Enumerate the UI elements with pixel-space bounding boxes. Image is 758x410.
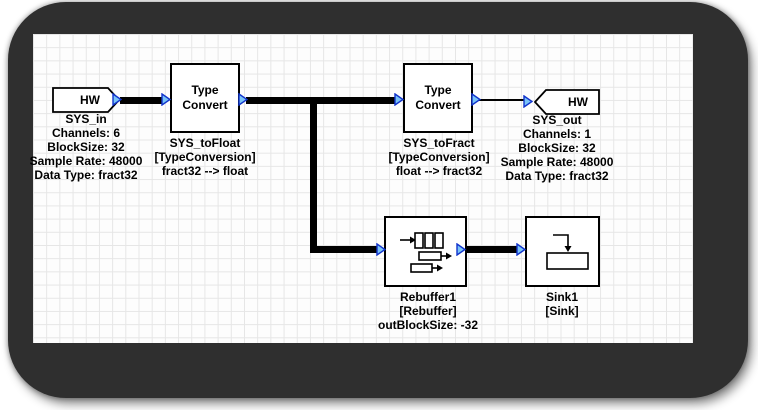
sys-out-hw-label: HW [568,95,588,109]
sys-in-label: SYS_in Channels: 6 BlockSize: 32 Sample … [30,112,143,182]
block-sink1[interactable] [525,216,600,287]
wire-tofract-to-sysout[interactable] [479,99,524,101]
pin-tofract-input[interactable] [394,93,404,106]
sys-out-label: SYS_out Channels: 1 BlockSize: 32 Sample… [501,113,614,183]
sys-in-blocksize: BlockSize: 32 [47,140,125,154]
block-sys-out[interactable] [534,89,600,115]
sys-tofract-label: SYS_toFract [TypeConversion] float --> f… [388,136,489,178]
sys-out-samplerate: Sample Rate: 48000 [500,155,614,169]
sys-in-channels: Channels: 6 [51,126,121,140]
pin-tofloat-output[interactable] [238,93,248,106]
diagram-canvas[interactable] [33,34,693,343]
sys-out-blocksize: BlockSize: 32 [518,141,596,155]
block-rebuffer1[interactable] [384,216,467,287]
pin-rebuffer-output[interactable] [456,243,466,256]
pin-rebuffer-input[interactable] [376,243,386,256]
block-sys-in[interactable] [52,87,120,113]
wire-rebuffer-to-sink[interactable] [465,246,517,253]
block-sys-tofract[interactable]: Type Convert [403,63,473,133]
pin-sys-out-input[interactable] [523,95,533,108]
tofloat-title: Type Convert [182,83,228,112]
sys-in-samplerate: Sample Rate: 48000 [29,154,143,168]
tofract-detail: float --> fract32 [395,164,483,178]
rebuffer1-label: Rebuffer1 [Rebuffer] outBlockSize: -32 [378,290,478,332]
wire-sysin-to-tofloat[interactable] [120,97,162,104]
sink1-type: [Sink] [545,304,579,318]
rebuffer1-type: [Rebuffer] [399,304,457,318]
sys-in-name: SYS_in [65,112,107,126]
wire-tofloat-to-tofract[interactable] [246,97,395,104]
sink1-label: Sink1 [Sink] [545,290,578,318]
tofract-type: [TypeConversion] [388,150,490,164]
sink1-name: Sink1 [545,290,578,304]
sys-out-datatype: Data Type: fract32 [505,169,609,183]
wire-branch-horizontal[interactable] [310,246,377,253]
rebuffer1-name: Rebuffer1 [399,290,456,304]
pin-sink-input[interactable] [516,243,526,256]
pin-sys-in-output[interactable] [112,93,122,106]
tofloat-detail: fract32 --> float [161,164,249,178]
sys-in-hw-label: HW [80,93,100,107]
tofloat-type: [TypeConversion] [154,150,256,164]
pin-tofloat-input[interactable] [161,93,171,106]
sys-out-name: SYS_out [532,113,582,127]
block-sys-tofloat[interactable]: Type Convert [170,63,240,133]
sys-tofloat-label: SYS_toFloat [TypeConversion] fract32 -->… [154,136,255,178]
wire-branch-vertical[interactable] [310,97,317,253]
rebuffer1-detail: outBlockSize: -32 [377,318,479,332]
pin-tofract-output[interactable] [471,93,481,106]
tofloat-name: SYS_toFloat [169,136,241,150]
sink-icon [546,234,589,270]
sys-in-datatype: Data Type: fract32 [34,168,138,182]
tofract-name: SYS_toFract [403,136,475,150]
rebuffer-icon [400,232,452,273]
tofract-title: Type Convert [415,83,461,112]
sys-out-channels: Channels: 1 [522,127,592,141]
